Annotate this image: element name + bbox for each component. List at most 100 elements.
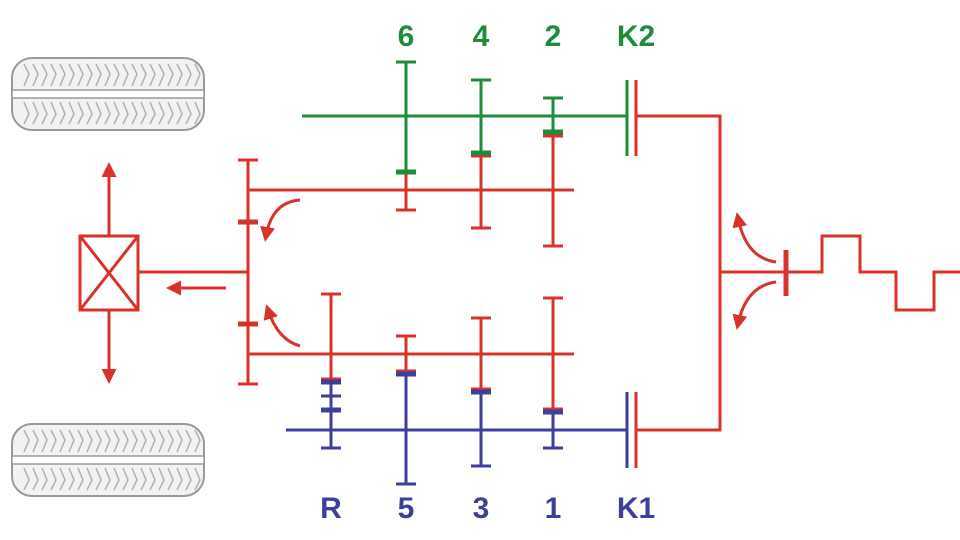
tread-mark: [140, 63, 147, 87]
upper-output-shaft: [248, 132, 574, 248]
clutch-housing: [634, 80, 789, 468]
tire-bottom-icon: [11, 423, 205, 497]
tread-mark: [176, 467, 183, 491]
tread-mark: [140, 429, 147, 453]
tread-mark: [149, 429, 156, 453]
tread-mark: [95, 467, 102, 491]
tread-mark: [131, 429, 138, 453]
tread-mark: [140, 467, 147, 491]
tread-mark: [95, 101, 102, 125]
tread-mark: [32, 467, 39, 491]
tread-mark: [50, 63, 57, 87]
label-clutch-k2: K2: [617, 20, 655, 53]
tread-mark: [68, 429, 75, 453]
tread-mark: [158, 63, 165, 87]
tread-mark: [158, 429, 165, 453]
tread-mark: [131, 467, 138, 491]
tread-mark: [68, 101, 75, 125]
tread-mark: [59, 429, 66, 453]
tread-mark: [176, 429, 183, 453]
tread-mark: [68, 467, 75, 491]
odd-gear-input-shaft: [286, 371, 629, 486]
tread-mark: [194, 429, 201, 453]
power-flow-arrow-lower: [263, 304, 301, 348]
tread-mark: [113, 63, 120, 87]
clutch-flow-arrow-up: [732, 212, 777, 264]
tread-mark: [23, 63, 30, 87]
tread-mark: [185, 429, 192, 453]
label-gear-r: R: [320, 492, 342, 525]
label-gear-2: 2: [545, 20, 562, 53]
tread-mark: [104, 63, 111, 87]
lower-output-shaft: [248, 292, 574, 413]
tread-mark: [122, 467, 129, 491]
tread-mark: [23, 467, 30, 491]
tread-mark: [32, 63, 39, 87]
tread-mark: [32, 101, 39, 125]
differential-icon: [78, 234, 140, 312]
tread-mark: [77, 63, 84, 87]
tread-mark: [104, 429, 111, 453]
tread-mark: [86, 101, 93, 125]
tread-mark: [23, 101, 30, 125]
tread-mark: [122, 429, 129, 453]
tread-mark: [194, 63, 201, 87]
tread-mark: [176, 101, 183, 125]
tread-mark: [113, 101, 120, 125]
tread-mark: [149, 101, 156, 125]
square-wave-icon: [786, 234, 960, 312]
tread-mark: [104, 467, 111, 491]
tread-mark: [149, 63, 156, 87]
tread-mark: [50, 101, 57, 125]
tread-mark: [113, 467, 120, 491]
clutch-flow-arrow-down: [732, 280, 777, 330]
tread-mark: [158, 467, 165, 491]
output-gears: [238, 158, 258, 386]
tread-mark: [122, 101, 129, 125]
tread-mark: [140, 101, 147, 125]
tread-mark: [86, 467, 93, 491]
tire-top-icon: [11, 57, 205, 131]
tread-mark: [185, 101, 192, 125]
tread-mark: [158, 101, 165, 125]
tread-mark: [41, 467, 48, 491]
label-gear-5: 5: [398, 492, 415, 525]
tread-mark: [167, 101, 174, 125]
tread-mark: [194, 467, 201, 491]
tread-mark: [131, 101, 138, 125]
tread-mark: [131, 63, 138, 87]
tread-mark: [167, 429, 174, 453]
tread-mark: [77, 101, 84, 125]
tread-mark: [185, 63, 192, 87]
tread-mark: [68, 63, 75, 87]
tread-mark: [41, 101, 48, 125]
tread-mark: [50, 467, 57, 491]
tread-mark: [95, 63, 102, 87]
tread-mark: [59, 101, 66, 125]
label-clutch-k1: K1: [617, 492, 655, 525]
label-gear-1: 1: [545, 492, 562, 525]
tread-mark: [149, 467, 156, 491]
tread-mark: [59, 467, 66, 491]
even-gear-input-shaft: [302, 60, 629, 175]
tread-mark: [86, 429, 93, 453]
label-gear-6: 6: [398, 20, 415, 53]
label-gear-3: 3: [473, 492, 490, 525]
label-gear-4: 4: [473, 20, 490, 53]
tread-mark: [41, 429, 48, 453]
tread-mark: [23, 429, 30, 453]
tread-mark: [185, 467, 192, 491]
tread-mark: [77, 467, 84, 491]
power-flow-arrow-upper: [260, 198, 301, 242]
tread-mark: [176, 63, 183, 87]
tread-mark: [113, 429, 120, 453]
tread-mark: [194, 101, 201, 125]
tread-mark: [95, 429, 102, 453]
tread-mark: [167, 467, 174, 491]
tread-mark: [122, 63, 129, 87]
tread-mark: [77, 429, 84, 453]
tread-mark: [41, 63, 48, 87]
tread-mark: [104, 101, 111, 125]
tread-mark: [59, 63, 66, 87]
